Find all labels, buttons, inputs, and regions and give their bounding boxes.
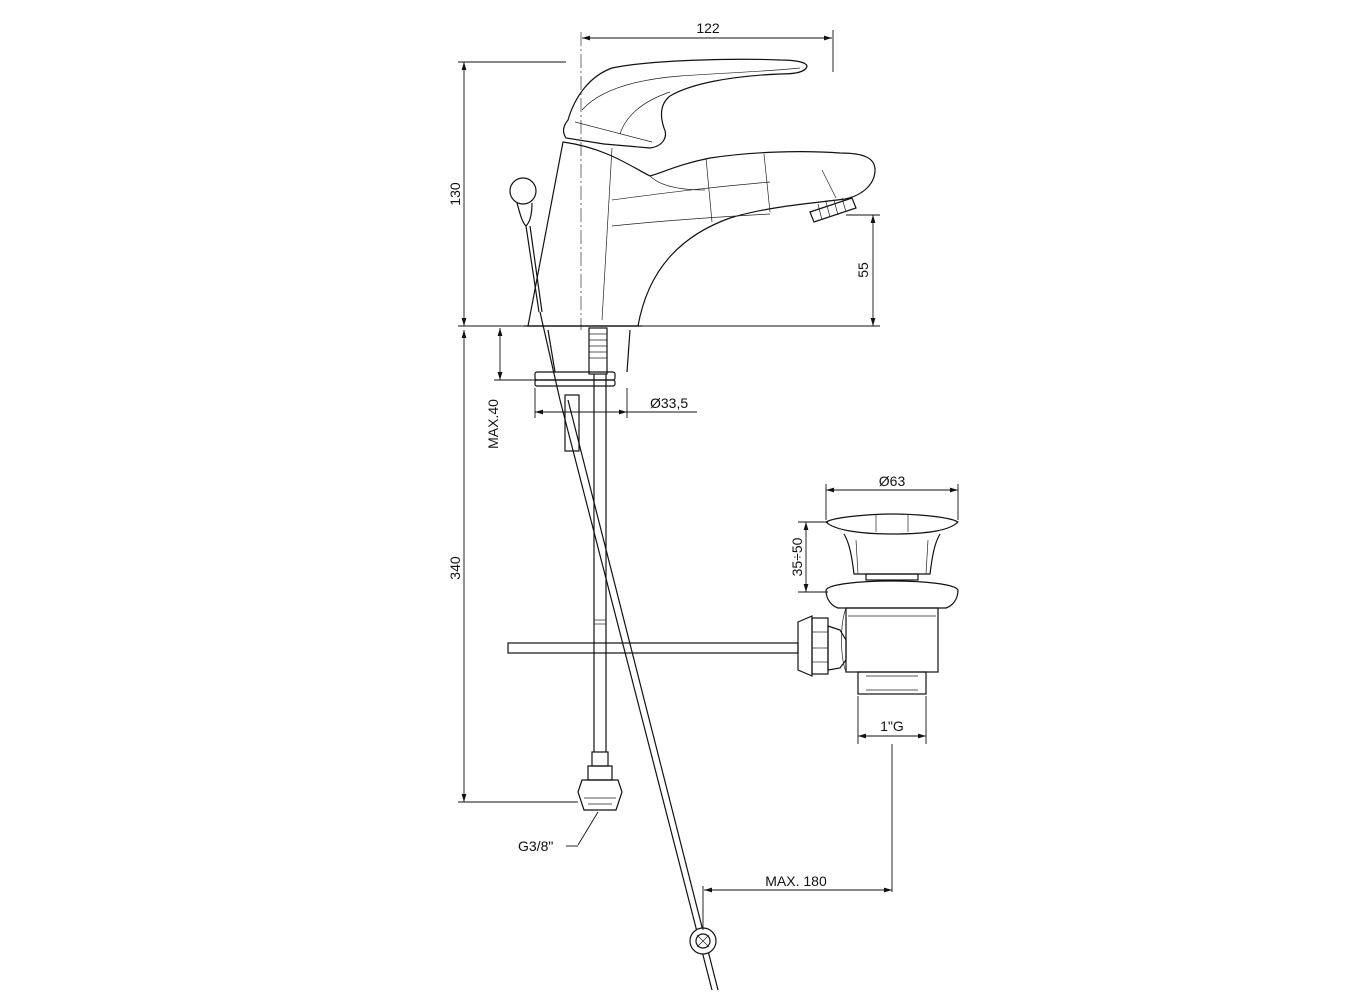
dimension-lines [458, 30, 959, 930]
dim-waste-diameter: Ø63 [879, 473, 906, 489]
plug-cap [825, 513, 959, 535]
popup-rod [509, 177, 719, 991]
dim-spout-height: 55 [855, 262, 871, 278]
dim-spout-reach: 122 [696, 20, 720, 36]
waste-drawing [507, 513, 959, 695]
dim-hose-thread: G3/8" [518, 838, 553, 854]
dimension-labels: 122 130 55 MAX.40 Ø33,5 340 G3/8" Ø63 35… [447, 20, 905, 889]
flexible-hose [577, 374, 623, 846]
dim-max-deck: MAX.40 [485, 399, 501, 449]
lever-handle [562, 58, 808, 149]
dim-hose-length: 340 [447, 556, 463, 580]
dim-waste-range: 35÷50 [789, 537, 805, 576]
fixing-shank [534, 327, 631, 452]
faucet-body [527, 141, 876, 327]
dim-rod-max: MAX. 180 [765, 873, 827, 889]
dim-total-height: 130 [447, 182, 463, 206]
aerator [809, 169, 857, 223]
dim-waste-thread: 1"G [880, 718, 904, 734]
rod-end-fitting [689, 927, 717, 955]
faucet-drawing [509, 32, 876, 991]
dim-body-diameter: Ø33,5 [650, 395, 688, 411]
